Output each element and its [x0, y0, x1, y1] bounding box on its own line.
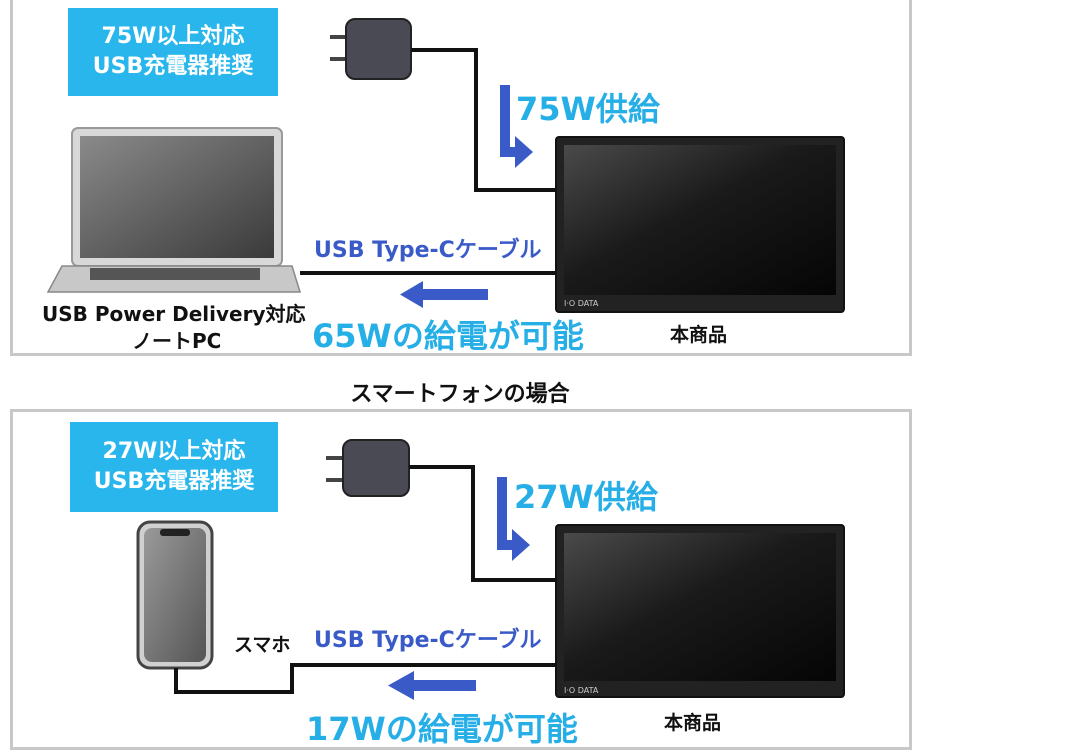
- monitor-brand: I·O DATA: [564, 299, 599, 308]
- laptop-icon: [46, 127, 302, 293]
- down-right-arrow-icon: [497, 477, 530, 561]
- power-cable: [411, 48, 557, 192]
- supply-label: 27W供給: [514, 478, 658, 516]
- device-label-line1: USB Power Delivery対応: [42, 302, 306, 326]
- down-right-arrow-icon: [500, 85, 533, 168]
- ac-adapter-icon: [326, 439, 410, 497]
- monitor-label: 本商品: [670, 324, 728, 346]
- supply-label: 75W供給: [516, 90, 660, 128]
- badge-line2: USB充電器推奨: [93, 469, 255, 494]
- badge-line2: USB充電器推奨: [92, 54, 254, 79]
- charger-recommendation-badge: 75W以上対応 USB充電器推奨: [68, 8, 278, 96]
- left-arrow-icon: [400, 281, 488, 308]
- badge-line1: 75W以上対応: [101, 24, 245, 49]
- charger-recommendation-badge: 27W以上対応 USB充電器推奨: [70, 422, 278, 512]
- device-label-line2: ノートPC: [132, 329, 222, 353]
- monitor-label: 本商品: [664, 712, 722, 734]
- power-cable: [409, 465, 557, 582]
- monitor-icon: I·O DATA: [555, 524, 845, 698]
- device-label: スマホ: [234, 634, 291, 656]
- usb-c-cable: [174, 663, 557, 694]
- section-title: スマートフォンの場合: [350, 382, 570, 407]
- charge-label: 65Wの給電が可能: [312, 317, 584, 355]
- left-arrow-icon: [388, 671, 476, 700]
- monitor-brand: I·O DATA: [564, 686, 599, 695]
- badge-line1: 27W以上対応: [102, 439, 246, 464]
- smartphone-icon: [136, 520, 214, 670]
- cable-label: USB Type-Cケーブル: [314, 238, 542, 263]
- cable-label: USB Type-Cケーブル: [314, 628, 542, 653]
- charge-label: 17Wの給電が可能: [306, 710, 578, 748]
- ac-adapter-icon: [330, 18, 412, 80]
- monitor-icon: I·O DATA: [555, 136, 845, 313]
